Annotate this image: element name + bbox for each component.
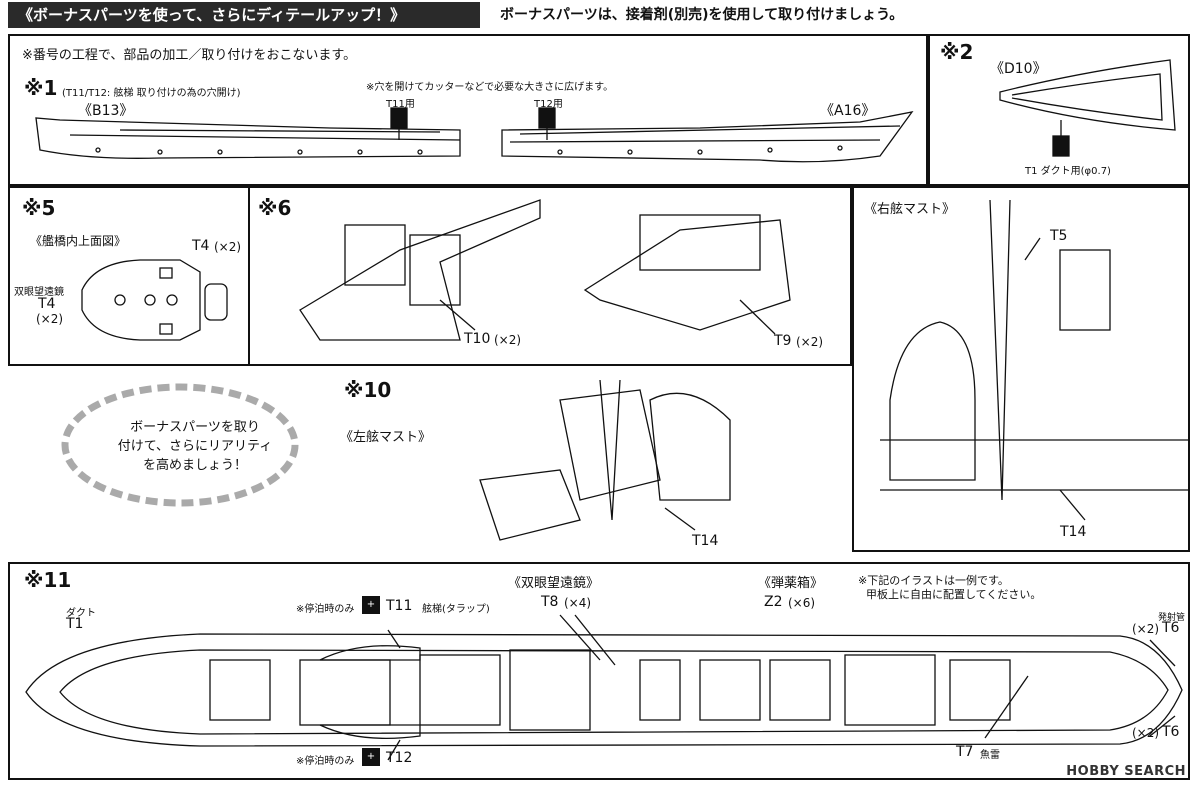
step10-number: ※10 — [344, 378, 392, 402]
binocular-title: 《双眼望遠鏡》 — [508, 576, 600, 591]
step11-number: ※11 — [24, 568, 72, 592]
part-a16-label: 《A16》 — [820, 103, 876, 119]
hull-b13 — [35, 117, 461, 159]
ammo-title: 《弾薬箱》 — [758, 576, 824, 591]
label-t10-qty: (×2) — [494, 333, 522, 347]
label-moored-bottom: ※停泊時のみ — [296, 756, 355, 767]
bridge-assembly-right — [583, 219, 791, 331]
step2-number: ※2 — [940, 40, 974, 64]
label-launcher: 発射管 — [1158, 613, 1186, 623]
mast-right — [989, 199, 1011, 501]
intro-text: ※番号の工程で、部品の加工／取り付けをおこないます。 — [22, 48, 357, 63]
step5-title: 《艦橋内上面図》 — [30, 234, 127, 248]
panel-step11 — [8, 562, 1190, 780]
part-b13-label: 《B13》 — [78, 103, 134, 119]
label-moored-top: ※停泊時のみ — [296, 604, 355, 615]
label-z2-qty: (×6) — [788, 596, 816, 610]
label-t5: T5 — [1050, 228, 1068, 244]
step10-title: 《左舷マスト》 — [340, 430, 432, 445]
label-t6a-qty: (×2) — [1132, 622, 1160, 636]
label-t12: T12 — [386, 750, 413, 766]
label-t6a: T6 — [1162, 620, 1180, 636]
label-z2: Z2 — [764, 594, 783, 610]
note-example: ※下記のイラストは一例です。 — [858, 574, 1009, 587]
drill-marker-t12 — [538, 107, 556, 129]
bridge-top-view — [81, 259, 201, 341]
label-t11: T11 — [386, 598, 413, 614]
label-t7-desc: 魚雷 — [980, 750, 1000, 761]
mast-right-title: 《右舷マスト》 — [864, 202, 956, 217]
label-t10: T10 — [464, 331, 491, 347]
label-t6b: T6 — [1162, 724, 1180, 740]
step1-number: ※1 — [24, 76, 58, 100]
label-t4-lower-qty: (×2) — [36, 312, 64, 326]
label-t14-right: T14 — [1060, 524, 1087, 540]
callout-ellipse — [61, 383, 299, 507]
drill-marker-t1 — [1052, 135, 1070, 157]
part-d10-label: 《D10》 — [990, 61, 1047, 77]
hull-a16 — [501, 111, 914, 163]
panel-step2 — [928, 34, 1190, 186]
ship-top-view — [25, 633, 1183, 747]
deck-d10 — [999, 59, 1176, 131]
label-t8: T8 — [541, 594, 559, 610]
label-t4-upper-qty: (×2) — [214, 240, 242, 254]
label-binoculars: 双眼望遠鏡 — [14, 287, 64, 298]
tag-t1-duct: T1 ダクト用(φ0.7) — [1025, 166, 1111, 177]
label-t4-lower: T4 — [38, 296, 56, 312]
step6-number: ※6 — [258, 196, 292, 220]
label-t11-desc: 舷梯(タラップ) — [422, 604, 490, 615]
label-t8-qty: (×4) — [564, 596, 592, 610]
label-t6b-qty: (×2) — [1132, 726, 1160, 740]
tag-t11: T11用 — [386, 99, 415, 110]
label-t14-left: T14 — [692, 533, 719, 549]
drill-marker-t11 — [390, 107, 408, 129]
label-t7: T7 — [956, 744, 974, 760]
panel-step6 — [248, 186, 852, 366]
panel-mast-right — [852, 186, 1190, 552]
bridge-assembly-left — [299, 199, 541, 341]
label-duct: ダクト — [66, 608, 96, 619]
step1-note: ※穴を開けてカッターなどで必要な大きさに広げます。 — [366, 82, 614, 93]
t11-part-icon: + — [362, 596, 380, 614]
t12-part-icon: + — [362, 748, 380, 766]
header-note: ボーナスパーツは、接着剤(別売)を使用して取り付けましょう。 — [500, 7, 904, 23]
step1-desc: (T11/T12: 舷梯 取り付けの為の穴開け) — [62, 88, 241, 99]
watermark-logo: HOBBY SEARCH — [1066, 764, 1186, 779]
page-title: 《ボーナスパーツを使って、さらにディテールアップ！》 — [8, 2, 480, 28]
panel-step1 — [8, 34, 928, 186]
label-t9-qty: (×2) — [796, 335, 824, 349]
label-t1: T1 — [66, 616, 84, 632]
label-t9: T9 — [774, 333, 792, 349]
tag-t12: T12用 — [534, 99, 563, 110]
callout-text: ボーナスパーツを取り 付けて、さらにリアリティ を高めましょう！ — [95, 418, 295, 475]
boat-illustration — [479, 469, 581, 541]
label-t4-upper: T4 — [192, 238, 210, 254]
step5-number: ※5 — [22, 196, 56, 220]
note-free-place: 甲板上に自由に配置してください。 — [866, 588, 1042, 601]
callout-line-3: を高めましょう！ — [142, 458, 247, 473]
callout-line-2: 付けて、さらにリアリティ — [117, 439, 273, 454]
callout-line-1: ボーナスパーツを取り — [130, 420, 260, 435]
